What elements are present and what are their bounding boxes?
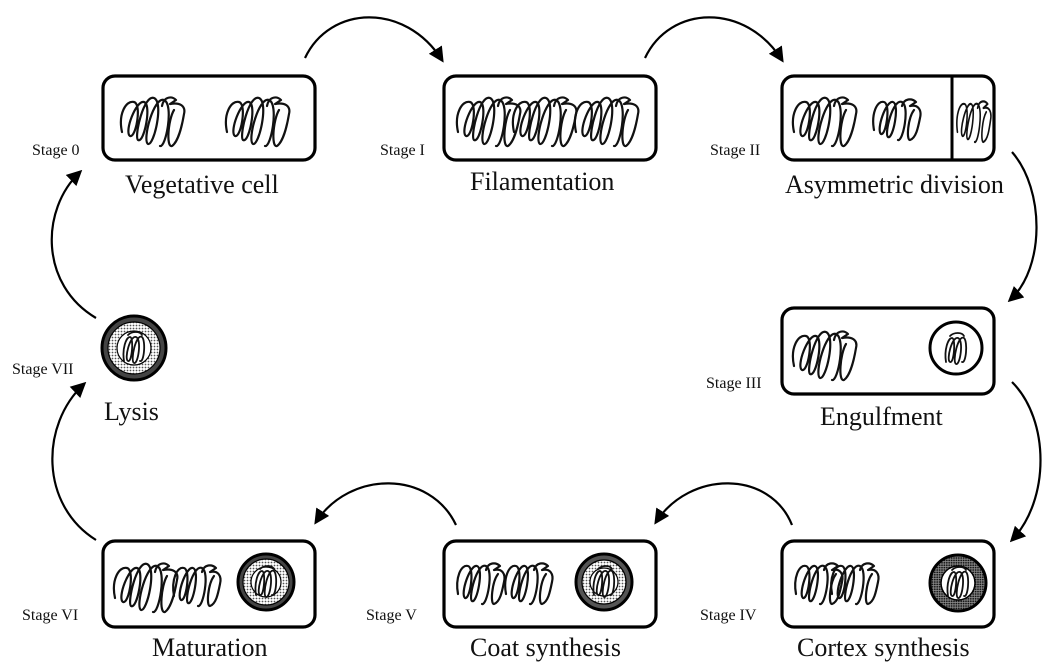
stage-7-spore bbox=[100, 314, 168, 382]
stage-6-cell bbox=[101, 539, 317, 629]
stage-6-name: Maturation bbox=[152, 633, 268, 662]
stage-7-name: Lysis bbox=[104, 397, 159, 426]
stage-3-name: Engulfment bbox=[820, 402, 944, 431]
arrow-stage3-to-stage4 bbox=[1009, 381, 1042, 543]
stage-6-tag: Stage VI bbox=[22, 607, 78, 624]
arrow-stage2-to-stage3 bbox=[1007, 151, 1038, 303]
arrow-stage6-to-stage7 bbox=[51, 381, 97, 541]
stage-1-name: Filamentation bbox=[470, 167, 614, 196]
stage-3-tag: Stage III bbox=[706, 375, 762, 392]
arrow-stage5-to-stage6 bbox=[314, 482, 457, 526]
stage-1-cell bbox=[442, 74, 658, 162]
arrow-stage4-to-stage5 bbox=[654, 482, 794, 526]
stage-5-name: Coat synthesis bbox=[470, 633, 621, 662]
stage-4-name: Cortex synthesis bbox=[797, 633, 970, 662]
stage-0-tag: Stage 0 bbox=[32, 142, 80, 159]
stage-7-tag: Stage VII bbox=[12, 361, 73, 378]
stage-2-name: Asymmetric division bbox=[785, 170, 1004, 199]
stage-5-cell bbox=[442, 539, 658, 629]
stage-5-tag: Stage V bbox=[366, 607, 417, 624]
stage-4-tag: Stage IV bbox=[700, 607, 757, 624]
arrow-stage0-to-stage1 bbox=[304, 16, 444, 63]
stage-4-cell bbox=[780, 539, 996, 629]
stage-2-tag: Stage II bbox=[710, 142, 760, 159]
stage-0-cell bbox=[101, 74, 317, 162]
arrow-stage1-to-stage2 bbox=[644, 16, 784, 63]
stage-1-tag: Stage I bbox=[380, 142, 425, 159]
stage-3-cell bbox=[780, 306, 996, 396]
stage-0-name: Vegetative cell bbox=[125, 170, 279, 199]
arrow-stage7-to-stage0 bbox=[50, 169, 97, 319]
stage-2-cell bbox=[780, 74, 996, 162]
